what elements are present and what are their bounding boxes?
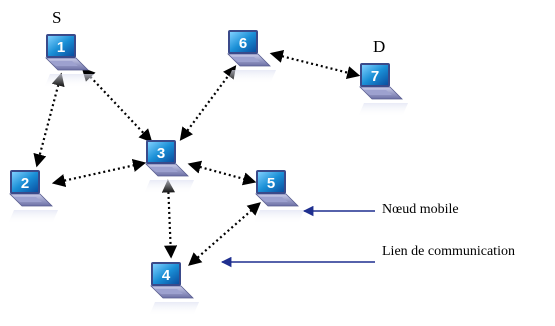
laptop-node-7: 7	[358, 63, 408, 117]
laptop-node-3: 3	[144, 140, 194, 194]
link-3-4	[161, 179, 178, 259]
link-3-5	[187, 160, 257, 186]
mobile-nodes: 1 2 3 4 5 6 7	[8, 30, 408, 316]
node-number-4: 4	[162, 267, 171, 284]
laptop-node-2: 2	[8, 170, 58, 224]
legend-node-label: Nœud mobile	[382, 202, 459, 217]
link-1-2	[33, 72, 65, 168]
laptop-node-6: 6	[226, 30, 276, 84]
laptop-node-5: 5	[254, 170, 304, 224]
laptop-node-1: 1	[44, 34, 94, 88]
node-number-5: 5	[267, 175, 275, 192]
destination-label: D	[373, 37, 385, 56]
link-6-7	[269, 49, 361, 80]
node-number-1: 1	[57, 39, 65, 56]
link-2-3	[51, 158, 147, 188]
source-label: S	[52, 8, 61, 27]
node-number-2: 2	[21, 175, 29, 192]
legend-link-label: Lien de communication	[382, 244, 515, 259]
link-1-3	[81, 67, 153, 143]
node-number-3: 3	[157, 145, 165, 162]
node-number-6: 6	[239, 35, 247, 52]
node-number-7: 7	[371, 68, 379, 85]
laptop-node-4: 4	[149, 262, 199, 316]
communication-links	[33, 49, 361, 266]
link-3-6	[179, 65, 237, 141]
link-4-5	[188, 202, 261, 266]
